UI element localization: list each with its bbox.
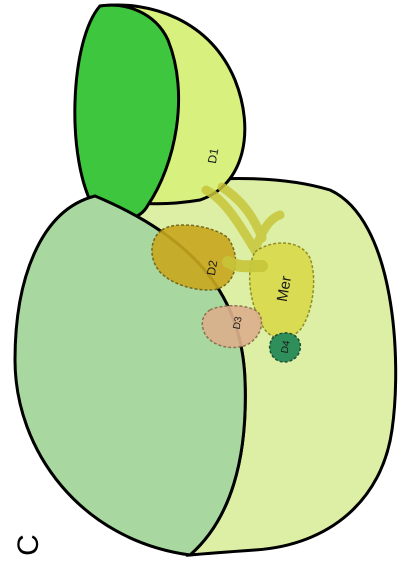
label-d3: D3 (232, 315, 245, 330)
d2-mer-bridge (228, 262, 262, 266)
panel-label: C (12, 534, 45, 556)
label-d2: D2 (204, 259, 221, 277)
label-d1: D1 (205, 147, 222, 165)
label-d4: D4 (280, 339, 293, 354)
